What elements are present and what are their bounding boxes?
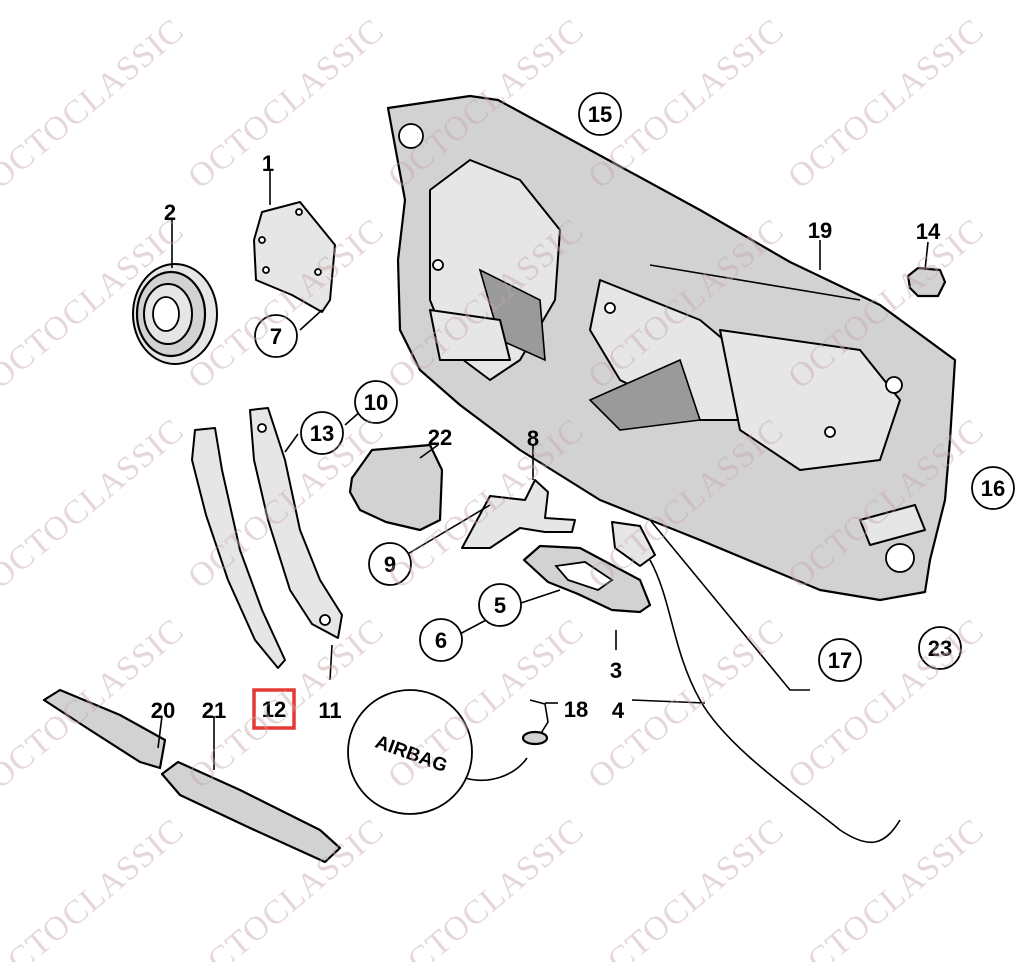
trim-strip-12 xyxy=(191,427,286,669)
callout-number: 18 xyxy=(564,697,588,722)
door-cable xyxy=(649,559,901,844)
callout-number: 4 xyxy=(612,698,625,723)
sill-trim-20 xyxy=(42,688,167,770)
parts-layer: AIRBAG xyxy=(42,94,957,864)
callout-18: 18 xyxy=(564,697,588,722)
callout-17: 17 xyxy=(818,638,862,682)
callout-number: 23 xyxy=(928,636,952,661)
highlight-box xyxy=(252,688,296,730)
callout-16: 16 xyxy=(971,466,1015,510)
callout-14: 14 xyxy=(916,219,941,244)
door-handle xyxy=(522,544,652,614)
callout-22: 22 xyxy=(428,425,452,450)
callout-6: 6 xyxy=(419,618,463,662)
callout-number: 9 xyxy=(384,552,396,577)
wire-connector xyxy=(521,730,549,746)
callout-2: 2 xyxy=(164,200,176,225)
callout-19: 19 xyxy=(808,218,832,243)
wire-18 xyxy=(529,699,549,739)
callout-number: 5 xyxy=(494,593,506,618)
watermark-text: OCTOCLASSIC xyxy=(781,612,991,796)
watermark-text: OCTOCLASSIC xyxy=(381,812,591,962)
callout-number: 15 xyxy=(588,102,612,127)
airbag-callout: AIRBAG xyxy=(347,689,528,815)
callout-10: 10 xyxy=(354,380,398,424)
cover-plate xyxy=(253,201,336,313)
callout-number: 8 xyxy=(527,426,539,451)
sill-trim-21 xyxy=(160,760,342,864)
callout-number: 10 xyxy=(364,390,388,415)
callout-1: 1 xyxy=(262,151,274,176)
callout-number: 19 xyxy=(808,218,832,243)
watermark-text: OCTOCLASSIC xyxy=(0,12,191,196)
callout-23: 23 xyxy=(918,626,962,670)
watermark-text: OCTOCLASSIC xyxy=(581,812,791,962)
watermark-text: OCTOCLASSIC xyxy=(781,812,991,962)
callout-circle xyxy=(478,583,522,627)
callout-number: 16 xyxy=(981,476,1005,501)
callout-4: 4 xyxy=(612,698,625,723)
callout-20: 20 xyxy=(151,698,175,723)
callout-circle xyxy=(354,380,398,424)
callout-number: 21 xyxy=(202,698,226,723)
trim-pad-22 xyxy=(348,443,444,532)
callout-number: 2 xyxy=(164,200,176,225)
door-trim-panel xyxy=(386,94,957,602)
callout-12: 12 xyxy=(252,688,296,730)
leader-lines xyxy=(157,170,929,770)
watermark-text: OCTOCLASSIC xyxy=(781,12,991,196)
speaker xyxy=(132,263,218,365)
callout-circle xyxy=(419,618,463,662)
cable-bracket xyxy=(611,521,656,567)
callout-circle xyxy=(300,411,344,455)
bracket-8 xyxy=(461,479,576,549)
callout-circle xyxy=(578,92,622,136)
callout-circle xyxy=(971,466,1015,510)
callout-number: 13 xyxy=(310,421,334,446)
callout-number: 7 xyxy=(270,324,282,349)
callout-number: 12 xyxy=(262,697,286,722)
callout-circle xyxy=(818,638,862,682)
trim-strip-11 xyxy=(249,407,343,639)
callout-8: 8 xyxy=(527,426,539,451)
callout-number: 3 xyxy=(610,658,622,683)
callout-9: 9 xyxy=(368,542,412,586)
callout-number: 20 xyxy=(151,698,175,723)
callout-5: 5 xyxy=(478,583,522,627)
callout-3: 3 xyxy=(610,658,622,683)
callout-7: 7 xyxy=(254,314,298,358)
clip-14 xyxy=(906,266,947,298)
callout-number: 1 xyxy=(262,151,274,176)
callout-circle xyxy=(918,626,962,670)
callout-number: 22 xyxy=(428,425,452,450)
callout-13: 13 xyxy=(300,411,344,455)
watermark-text: OCTOCLASSIC xyxy=(0,412,191,596)
callout-number: 14 xyxy=(916,219,941,244)
callout-circle xyxy=(254,314,298,358)
callout-15: 15 xyxy=(578,92,622,136)
callout-number: 6 xyxy=(435,628,447,653)
callout-11: 11 xyxy=(318,698,341,723)
watermark-text: OCTOCLASSIC xyxy=(0,812,191,962)
callout-21: 21 xyxy=(202,698,226,723)
watermark-text: OCTOCLASSIC xyxy=(181,12,391,196)
callout-circle xyxy=(368,542,412,586)
callout-number: 17 xyxy=(828,648,852,673)
callout-number: 11 xyxy=(318,698,341,723)
